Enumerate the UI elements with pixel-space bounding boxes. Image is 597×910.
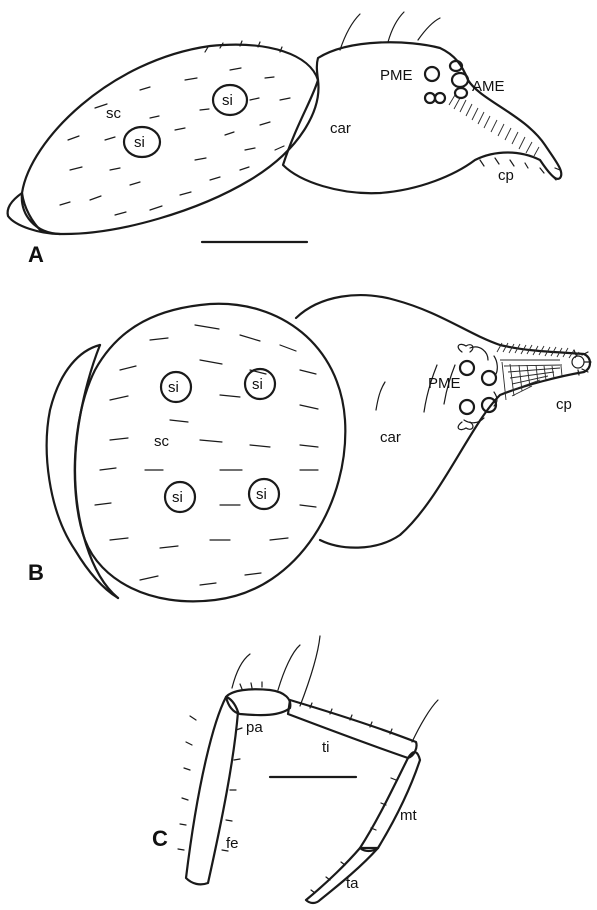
panel-letter-c: C <box>152 826 168 851</box>
label-si-a-1: si <box>134 134 145 151</box>
label-car-a: car <box>330 120 351 137</box>
label-ti: ti <box>322 739 330 756</box>
panel-letter-b: B <box>28 560 44 585</box>
femur <box>186 697 238 884</box>
label-cp-b: cp <box>556 396 572 413</box>
panel-c: C pa ti mt fe ta <box>152 636 438 903</box>
carapace-lateral <box>283 12 561 193</box>
label-sc-a: sc <box>106 105 122 122</box>
label-sc-b: sc <box>154 433 170 450</box>
label-si-a-2: si <box>222 92 233 109</box>
tarsus <box>306 848 378 903</box>
label-car-b: car <box>380 429 401 446</box>
label-si-b-2: si <box>252 376 263 393</box>
metatarsus <box>360 752 420 851</box>
label-mt: mt <box>400 807 417 824</box>
label-pme-a: PME <box>380 67 413 84</box>
label-ta: ta <box>346 875 359 892</box>
label-si-b-4: si <box>256 486 267 503</box>
pme-eye-a <box>425 67 439 81</box>
panel-letter-a: A <box>28 242 44 267</box>
panel-a: A sc si si car PME AME cp <box>8 12 562 267</box>
label-pme-b: PME <box>428 375 461 392</box>
opisthosoma-dorsal <box>47 304 346 602</box>
label-si-b-1: si <box>168 379 179 396</box>
opisthosoma-lateral <box>8 41 319 234</box>
patella <box>226 689 290 715</box>
label-fe: fe <box>226 835 239 852</box>
tibia <box>288 700 417 758</box>
panel-b: B sc si si si si car PME cp <box>28 295 591 601</box>
label-cp-a: cp <box>498 167 514 184</box>
ame-eye-a-1 <box>452 73 468 87</box>
label-si-b-3: si <box>172 489 183 506</box>
label-pa: pa <box>246 719 263 736</box>
carapace-dorsal <box>296 295 591 548</box>
label-ame-a: AME <box>472 78 505 95</box>
pme-eye-b-1 <box>460 361 474 375</box>
